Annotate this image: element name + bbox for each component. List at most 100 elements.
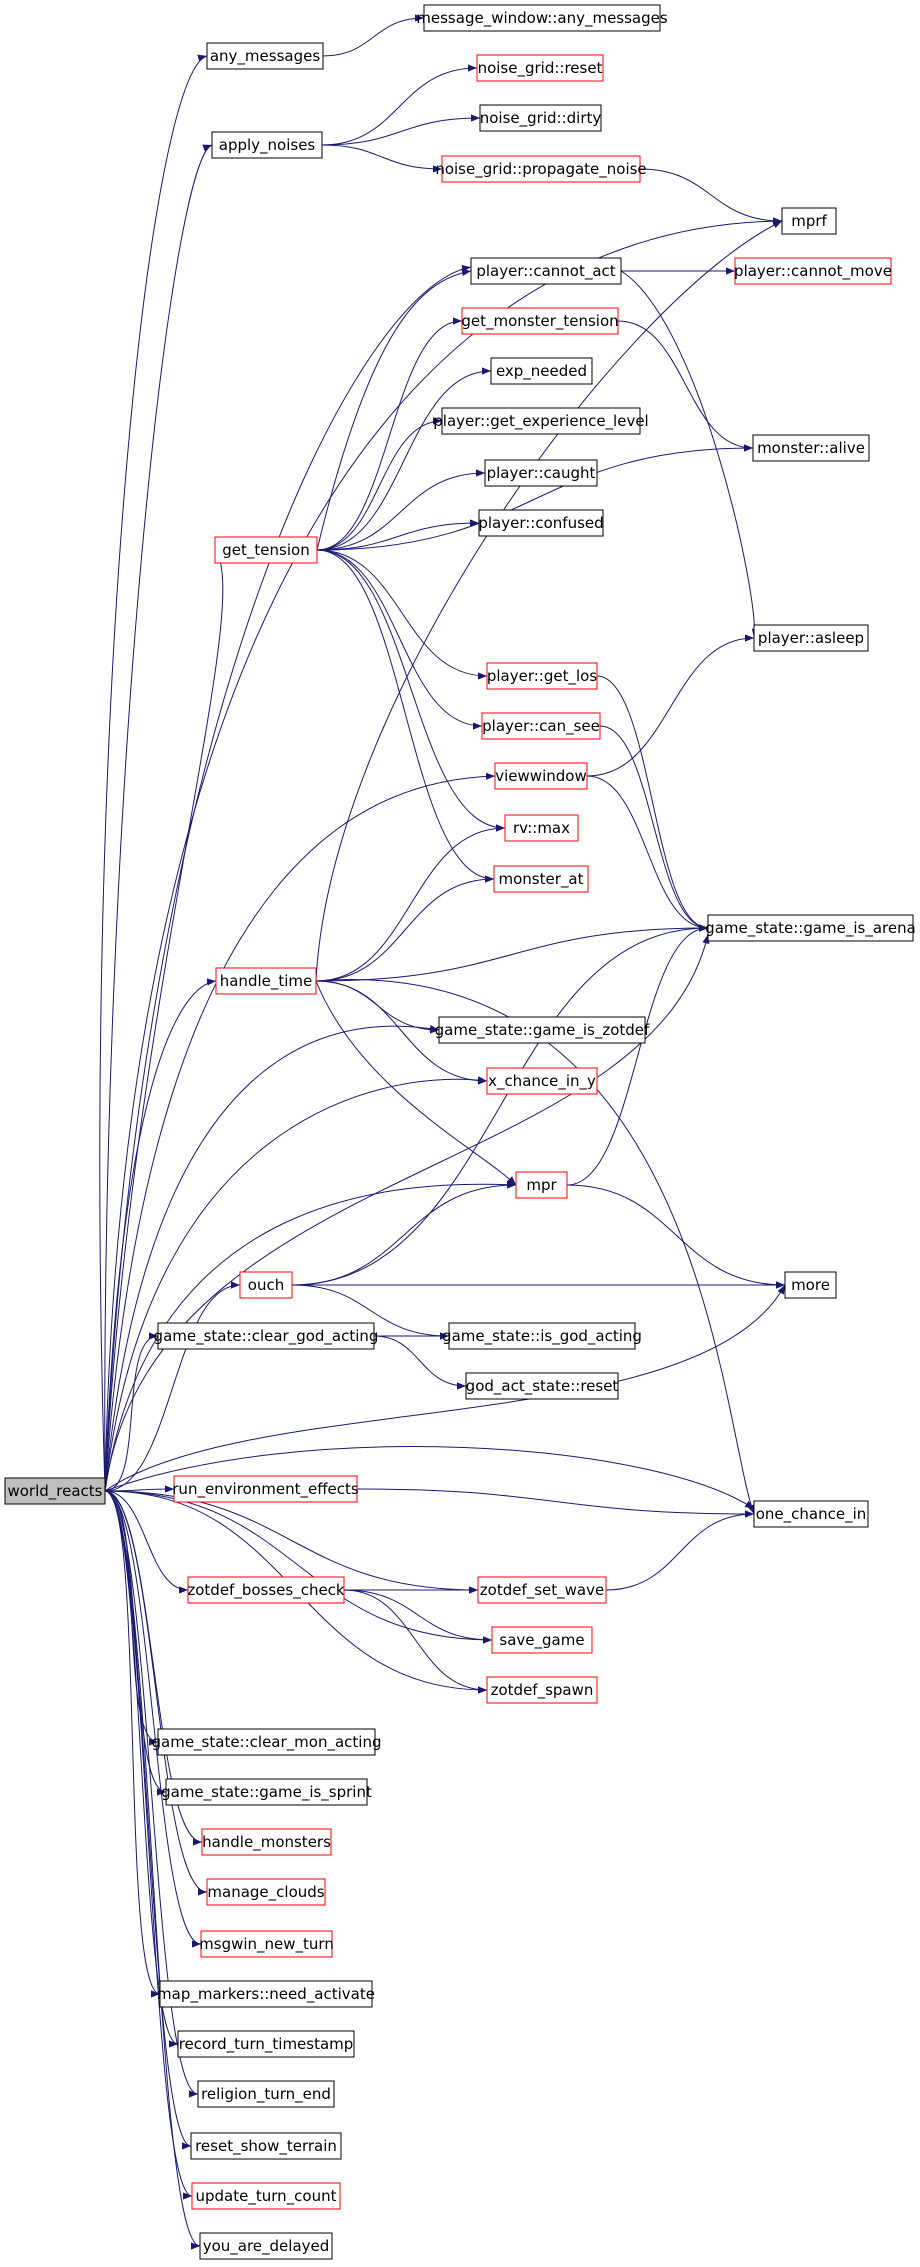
node-label: monster::alive — [757, 439, 865, 457]
node-player_get_los[interactable]: player::get_los — [486, 662, 598, 690]
node-box — [490, 357, 593, 385]
node-manage_clouds[interactable]: manage_clouds — [206, 1878, 326, 1906]
node-run_environment_effects[interactable]: run_environment_effects — [172, 1475, 359, 1503]
node-game_state_clear_god_acting[interactable]: game_state::clear_god_acting — [154, 1322, 379, 1350]
node-player_caught[interactable]: player::caught — [484, 459, 598, 487]
node-player_confused[interactable]: player::confused — [478, 509, 604, 537]
node-game_state_game_is_sprint[interactable]: game_state::game_is_sprint — [161, 1778, 372, 1806]
node-more[interactable]: more — [784, 1271, 837, 1299]
node-label: handle_monsters — [202, 1833, 331, 1852]
node-any_messages[interactable]: any_messages — [206, 42, 324, 70]
node-update_turn_count[interactable]: update_turn_count — [191, 2182, 341, 2210]
node-label: player::get_los — [487, 667, 597, 686]
node-box — [784, 1271, 837, 1299]
node-box — [173, 1475, 358, 1503]
edge-world_reacts-to-one_chance_in — [104, 1446, 755, 1510]
node-box — [781, 207, 837, 235]
node-box — [177, 2030, 355, 2058]
node-game_state_is_god_acting[interactable]: game_state::is_god_acting — [442, 1322, 642, 1350]
node-one_chance_in[interactable]: one_chance_in — [753, 1500, 869, 1528]
edge-world_reacts-to-update_turn_count — [104, 1490, 193, 2200]
node-noise_grid_reset[interactable]: noise_grid::reset — [476, 54, 604, 82]
node-handle_time[interactable]: handle_time — [215, 967, 317, 995]
node-get_tension[interactable]: get_tension — [214, 536, 318, 564]
edge-world_reacts-to-record_turn_timestamp — [104, 1490, 179, 2048]
node-map_markers_need_activate[interactable]: map_markers::need_activate — [157, 1980, 375, 2008]
edge-world_reacts-to-save_game — [104, 1490, 493, 1644]
node-box — [215, 967, 317, 995]
node-record_turn_timestamp[interactable]: record_turn_timestamp — [177, 2030, 355, 2058]
node-zotdef_spawn[interactable]: zotdef_spawn — [486, 1676, 598, 1704]
node-x_chance_in_y[interactable]: x_chance_in_y — [486, 1067, 598, 1095]
node-box — [200, 1930, 333, 1958]
node-god_act_state_reset[interactable]: god_act_state::reset — [465, 1372, 619, 1400]
node-label: x_chance_in_y — [488, 1072, 596, 1091]
node-label: zotdef_bosses_check — [187, 1581, 345, 1600]
node-label: ouch — [248, 1276, 284, 1294]
node-monster_at[interactable]: monster_at — [493, 865, 589, 893]
node-monster_alive[interactable]: monster::alive — [752, 434, 870, 462]
edge-get_tension-to-monster_at — [316, 549, 495, 883]
edge-apply_noises-to-noise_grid_propagate_noise — [321, 144, 443, 173]
node-box — [752, 434, 870, 462]
node-message_window_any_messages[interactable]: message_window::any_messages — [416, 4, 668, 32]
node-player_can_see[interactable]: player::can_see — [481, 712, 601, 740]
edge-world_reacts-to-x_chance_in_y — [104, 1076, 488, 1492]
node-save_game[interactable]: save_game — [491, 1626, 593, 1654]
node-exp_needed[interactable]: exp_needed — [490, 357, 593, 385]
node-player_asleep[interactable]: player::asleep — [753, 624, 869, 652]
node-handle_monsters[interactable]: handle_monsters — [201, 1828, 332, 1856]
node-player_cannot_move[interactable]: player::cannot_move — [734, 257, 892, 285]
node-game_state_game_is_arena[interactable]: game_state::game_is_arena — [705, 914, 916, 942]
node-game_state_game_is_zotdef[interactable]: game_state::game_is_zotdef — [435, 1016, 650, 1044]
node-get_monster_tension[interactable]: get_monster_tension — [461, 307, 619, 335]
node-reset_show_terrain[interactable]: reset_show_terrain — [190, 2132, 342, 2160]
edge-get_tension-to-player_confused — [316, 519, 480, 551]
node-label: player::get_experience_level — [433, 412, 648, 431]
edge-ouch-to-game_state_is_god_acting — [291, 1284, 450, 1340]
node-label: mpr — [526, 1176, 557, 1194]
node-player_get_experience_level[interactable]: player::get_experience_level — [433, 407, 649, 435]
node-label: get_tension — [222, 541, 309, 560]
node-box — [211, 131, 323, 159]
node-religion_turn_end[interactable]: religion_turn_end — [197, 2080, 335, 2108]
node-label: game_state::game_is_zotdef — [435, 1021, 650, 1040]
node-zotdef_bosses_check[interactable]: zotdef_bosses_check — [187, 1576, 345, 1604]
node-zotdef_set_wave[interactable]: zotdef_set_wave — [477, 1576, 607, 1604]
node-apply_noises[interactable]: apply_noises — [211, 131, 323, 159]
node-label: reset_show_terrain — [195, 2137, 337, 2156]
node-box — [159, 1980, 373, 2008]
edge-get_tension-to-monster_alive — [316, 444, 754, 551]
edge-world_reacts-to-manage_clouds — [104, 1490, 208, 1896]
edge-viewwindow-to-player_asleep — [586, 634, 755, 777]
node-label: zotdef_set_wave — [480, 1581, 604, 1600]
node-rv_max[interactable]: rv::max — [504, 814, 579, 842]
node-ouch[interactable]: ouch — [239, 1271, 293, 1299]
node-noise_grid_dirty[interactable]: noise_grid::dirty — [479, 104, 602, 132]
node-msgwin_new_turn[interactable]: msgwin_new_turn — [199, 1930, 334, 1958]
edge-apply_noises-to-noise_grid_reset — [321, 64, 478, 146]
node-box — [197, 2080, 335, 2108]
node-box — [206, 42, 324, 70]
node-box — [441, 407, 641, 435]
edge-zotdef_set_wave-to-one_chance_in — [605, 1510, 755, 1591]
node-you_are_delayed[interactable]: you_are_delayed — [199, 2232, 333, 2260]
edge-get_monster_tension-to-monster_alive — [617, 320, 754, 452]
node-box — [461, 307, 619, 335]
node-player_cannot_act[interactable]: player::cannot_act — [470, 257, 622, 285]
edge-layer — [99, 14, 786, 2250]
node-box — [157, 1728, 376, 1756]
edge-world_reacts-to-zotdef_set_wave — [104, 1490, 479, 1594]
node-mpr[interactable]: mpr — [515, 1171, 568, 1199]
edge-run_environment_effects-to-one_chance_in — [356, 1488, 755, 1518]
node-box — [239, 1271, 293, 1299]
node-viewwindow[interactable]: viewwindow — [494, 762, 588, 790]
edge-get_tension-to-player_caught — [316, 469, 486, 551]
node-mprf[interactable]: mprf — [781, 207, 837, 235]
node-game_state_clear_mon_acting[interactable]: game_state::clear_mon_acting — [152, 1728, 382, 1756]
node-noise_grid_propagate_noise[interactable]: noise_grid::propagate_noise — [435, 155, 647, 183]
node-box — [478, 509, 604, 537]
node-world_reacts[interactable]: world_reacts — [4, 1477, 106, 1505]
node-box — [423, 4, 661, 32]
